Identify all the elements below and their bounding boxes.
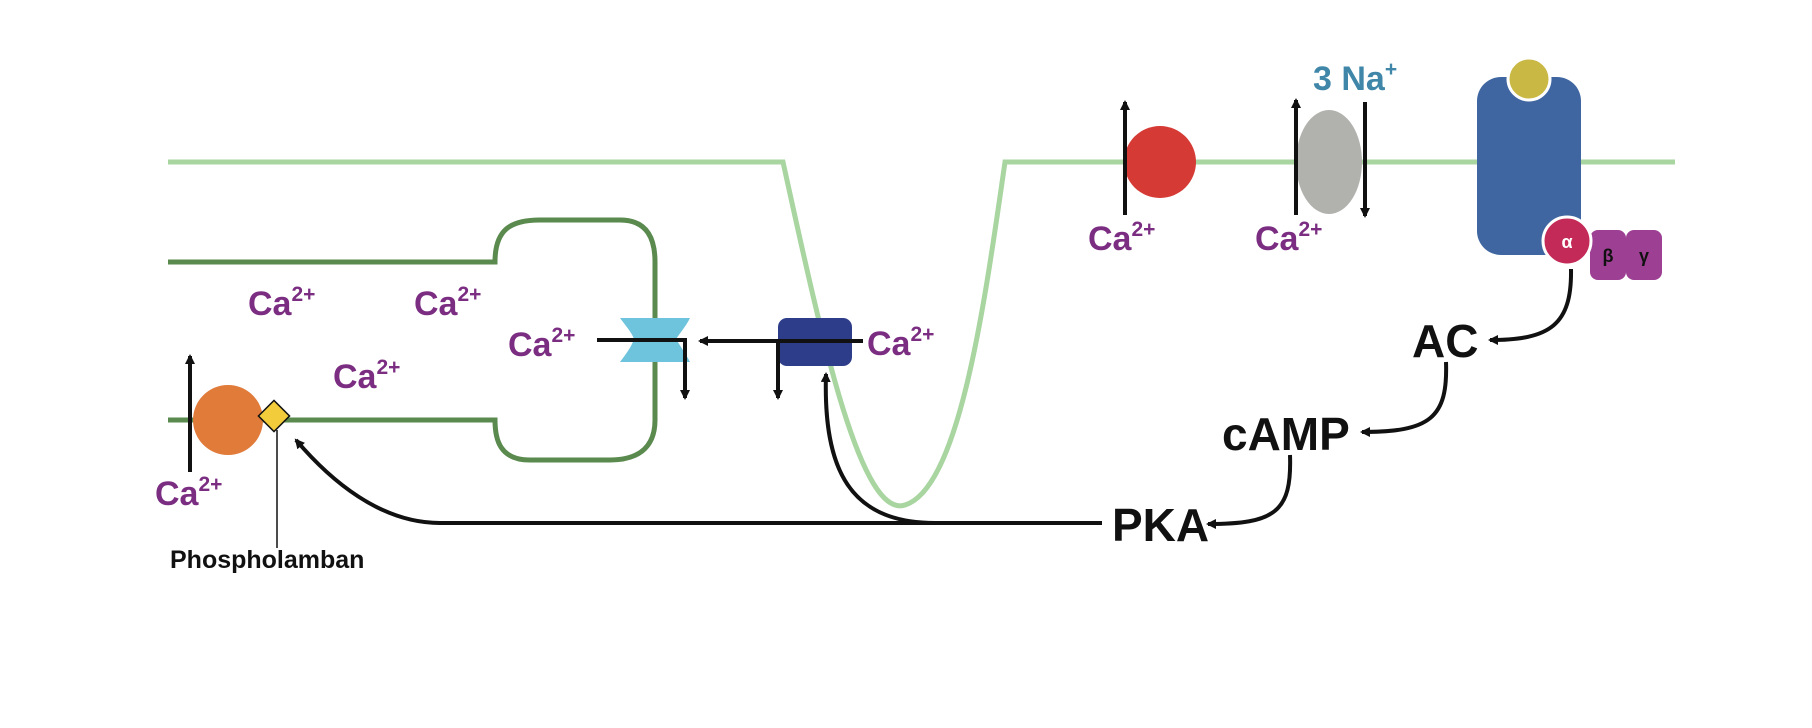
g-beta-subunit: [1590, 230, 1626, 280]
ryr-release-arrow: [597, 338, 690, 400]
calcium-label-ryr: Ca2+: [508, 324, 575, 364]
agonist-ligand: [1506, 56, 1552, 102]
g-gamma-subunit: [1626, 230, 1662, 280]
pmca-pump: [1124, 126, 1196, 198]
calcium-label-serca: Ca2+: [155, 473, 222, 513]
g-gamma-label: γ: [1639, 246, 1649, 266]
camp-label: cAMP: [1222, 408, 1350, 460]
ncx-exchanger: [1296, 110, 1362, 214]
ac-to-camp-arrow: [1360, 361, 1449, 437]
g-alpha-subunit: [1541, 215, 1593, 267]
calcium-label-sr-3: Ca2+: [333, 356, 400, 396]
phospholamban-label: Phospholamban: [170, 546, 364, 574]
pka-to-l-type-channel-arrow: [820, 372, 936, 525]
g-beta-label: β: [1603, 246, 1614, 266]
pka-to-phospholamban-arrow: [294, 438, 1102, 525]
g-alpha-label: α: [1561, 232, 1572, 252]
beta-adrenergic-receptor: [1477, 77, 1581, 255]
serca-pump: [193, 385, 263, 455]
pka-label: PKA: [1112, 499, 1209, 551]
calcium-label-ncx: Ca2+: [1255, 218, 1322, 258]
adenylyl-cyclase-label: AC: [1412, 315, 1478, 367]
calcium-label-sr-2: Ca2+: [414, 283, 481, 323]
calcium-label-l-type: Ca2+: [867, 323, 934, 363]
phospholamban-marker: [257, 399, 291, 433]
calcium-label-pmca: Ca2+: [1088, 218, 1155, 258]
camp-to-pka-arrow: [1206, 454, 1293, 529]
sodium-label: 3 Na+: [1313, 58, 1397, 98]
calcium-label-sr-1: Ca2+: [248, 283, 315, 323]
sarcolemma-membrane: [168, 159, 1675, 509]
galpha-to-ac-arrow: [1488, 268, 1574, 345]
